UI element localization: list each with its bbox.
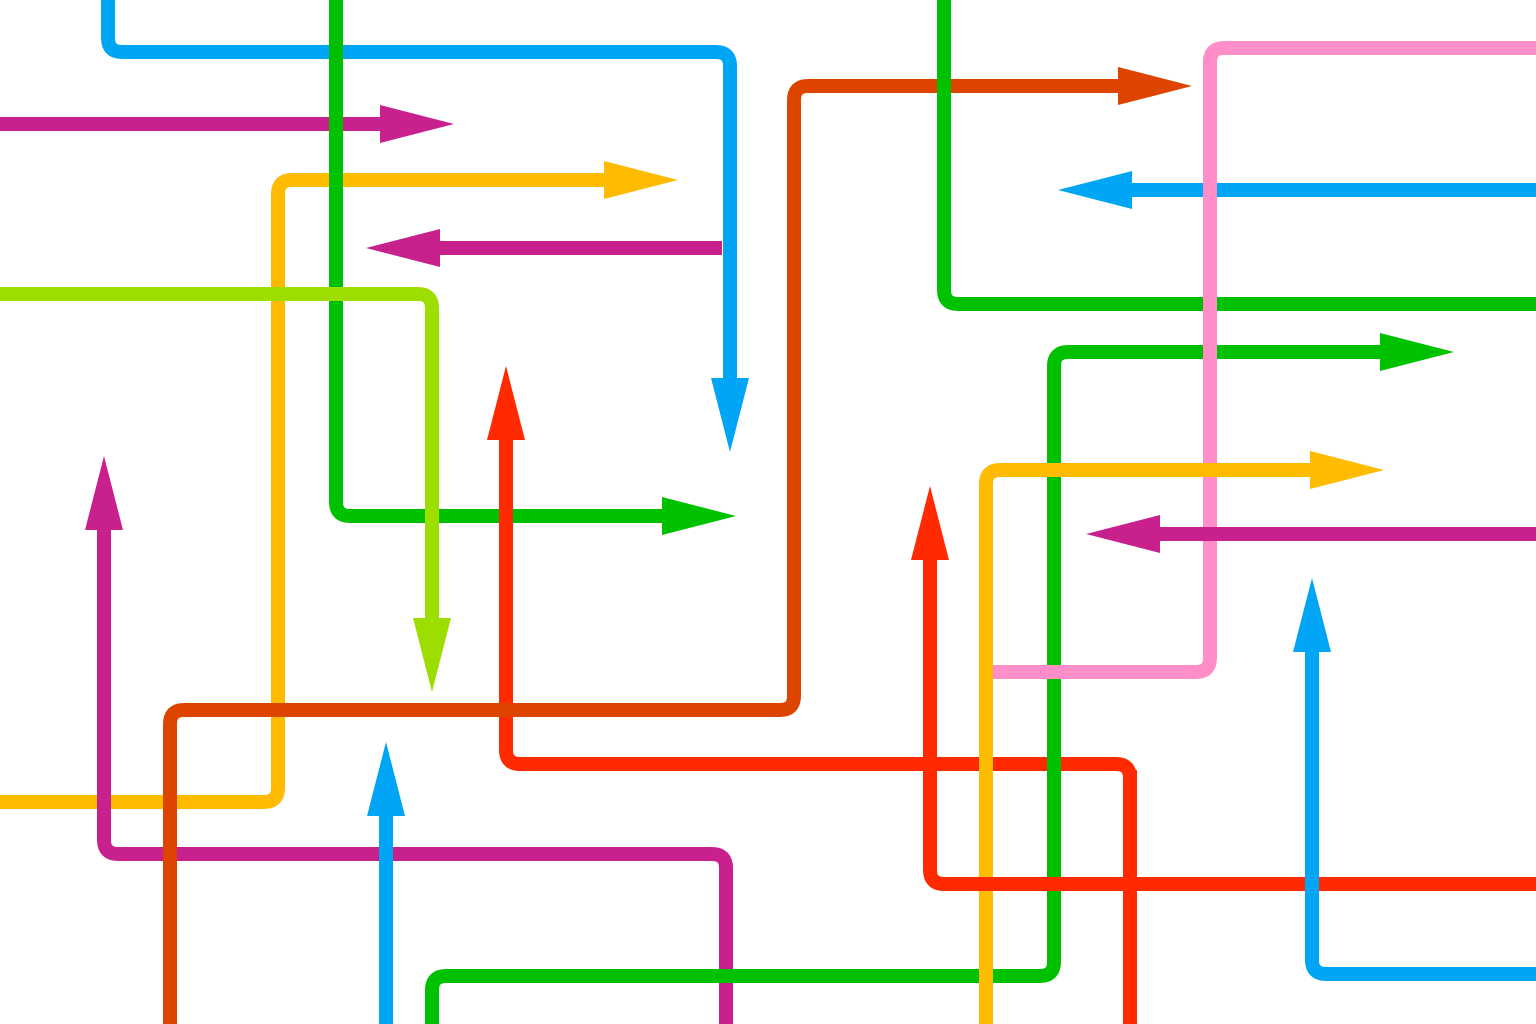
yellow-right-arrow-arrowhead — [1310, 451, 1384, 489]
yellow-upper-arrow-shaft — [0, 173, 604, 809]
magenta-bottom-left-arrow — [85, 456, 733, 1024]
blue-top-arrow-shaft — [101, 0, 737, 378]
magenta-top-left-arrow-arrowhead — [380, 105, 454, 143]
blue-right-arrow — [1058, 171, 1536, 209]
green-bottom-arrow-arrowhead — [1380, 333, 1454, 371]
magenta-right-arrow — [1086, 515, 1536, 553]
yellow-upper-arrow — [0, 161, 678, 809]
blue-top-arrow-arrowhead — [711, 378, 749, 452]
orange-long-arrow-shaft — [163, 79, 1118, 1024]
red-center-arrow-arrowhead — [487, 366, 525, 440]
yellow-upper-arrow-arrowhead — [604, 161, 678, 199]
green-top-right-line-shaft — [937, 0, 1536, 311]
magenta-top-left-arrow — [0, 105, 454, 143]
blue-bottom-right-arrow — [1293, 578, 1536, 981]
magenta-bottom-left-arrow-arrowhead — [85, 456, 123, 530]
lime-arrow-arrowhead — [413, 618, 451, 692]
blue-bottom-right-arrow-shaft — [1305, 652, 1536, 981]
magenta-middle-arrow-arrowhead — [366, 229, 440, 267]
red-right-arrow-arrowhead — [911, 486, 949, 560]
blue-bottom-right-arrow-arrowhead — [1293, 578, 1331, 652]
magenta-middle-arrow — [366, 229, 722, 267]
green-left-arrow — [329, 0, 736, 535]
green-bottom-arrow-shaft — [425, 345, 1380, 1024]
lime-arrow — [0, 287, 451, 692]
green-left-arrow-shaft — [329, 0, 662, 523]
yellow-right-arrow-shaft — [979, 463, 1310, 1024]
blue-right-arrow-arrowhead — [1058, 171, 1132, 209]
yellow-right-arrow — [979, 451, 1384, 1024]
blue-bottom-left-arrow-arrowhead — [367, 742, 405, 816]
orange-long-arrow-arrowhead — [1118, 67, 1192, 105]
blue-bottom-left-arrow — [367, 742, 405, 1024]
green-left-arrow-arrowhead — [662, 497, 736, 535]
blue-top-arrow — [101, 0, 749, 452]
magenta-right-arrow-arrowhead — [1086, 515, 1160, 553]
pink-line-shaft — [980, 41, 1536, 679]
green-bottom-arrow — [425, 333, 1454, 1024]
magenta-bottom-left-arrow-shaft — [97, 530, 733, 1024]
red-right-arrow-shaft — [923, 560, 1536, 891]
pink-line — [980, 41, 1536, 679]
red-right-arrow — [911, 486, 1536, 891]
lime-arrow-shaft — [0, 287, 439, 618]
green-top-right-line — [937, 0, 1536, 311]
orange-long-arrow — [163, 67, 1192, 1024]
